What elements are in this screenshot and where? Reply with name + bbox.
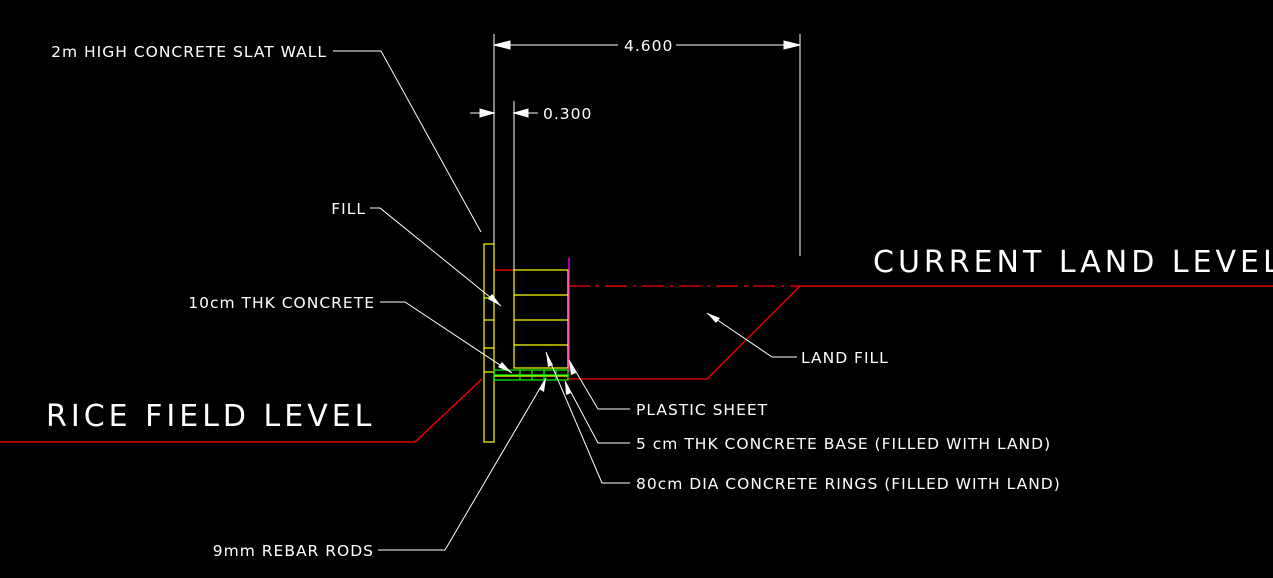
rice-field-ground-line	[0, 378, 483, 443]
concrete-rings-stack	[513, 269, 569, 369]
thk-arrow-left	[479, 108, 496, 118]
rice-field-level-label: RICE FIELD LEVEL	[46, 399, 375, 434]
current-land-level-label: CURRENT LAND LEVEL	[873, 245, 1273, 280]
concrete-rings-leader	[545, 351, 630, 484]
land-fill-leader	[706, 312, 797, 358]
ground-lines	[0, 269, 1273, 443]
plastic-sheet-label: PLASTIC SHEET	[636, 401, 768, 419]
concrete-base-leader	[564, 380, 630, 444]
plastic-sheet-arrowhead	[569, 360, 576, 375]
fill-leader	[370, 207, 502, 307]
concrete-10cm-label: 10cm THK CONCRETE	[188, 294, 375, 312]
concrete-rings-arrowhead	[546, 352, 553, 367]
concrete-base-label: 5 cm THK CONCRETE BASE (FILLED WITH LAND…	[636, 435, 1051, 453]
concrete-rings-label: 80cm DIA CONCRETE RINGS (FILLED WITH LAN…	[636, 475, 1061, 493]
fill-label: FILL	[331, 200, 366, 218]
slat-wall-label: 2m HIGH CONCRETE SLAT WALL	[51, 43, 327, 61]
leader-arrowheads	[488, 294, 720, 395]
land-fill-slope-line	[706, 285, 1273, 380]
concrete-slat-wall	[483, 243, 495, 443]
wall-thickness-dimension-text: 0.300	[543, 105, 592, 123]
total-width-dimension-text: 4.600	[624, 37, 673, 55]
slat-wall-leader	[333, 50, 482, 233]
dimension-wall-thickness	[470, 101, 538, 270]
dim-arrow-left	[493, 40, 511, 50]
thk-arrow-right	[512, 108, 529, 118]
plastic-sheet-leader	[568, 359, 630, 410]
rebar-rods-label: 9mm REBAR RODS	[213, 542, 374, 560]
fill-arrowhead	[488, 294, 501, 306]
land-fill-arrowhead	[707, 313, 720, 323]
dim-arrow-right	[783, 40, 801, 50]
dimension-total-width	[493, 34, 801, 256]
concrete-base-arrowhead	[565, 381, 571, 395]
rebar-rods-arrowhead	[539, 378, 546, 392]
wall-structure	[483, 243, 569, 443]
rebar-rods-leader	[378, 377, 547, 551]
land-fill-label: LAND FILL	[801, 349, 889, 367]
leader-lines	[333, 50, 797, 551]
concrete-10cm-leader	[380, 301, 513, 374]
concrete-10cm-arrowhead	[498, 362, 512, 373]
